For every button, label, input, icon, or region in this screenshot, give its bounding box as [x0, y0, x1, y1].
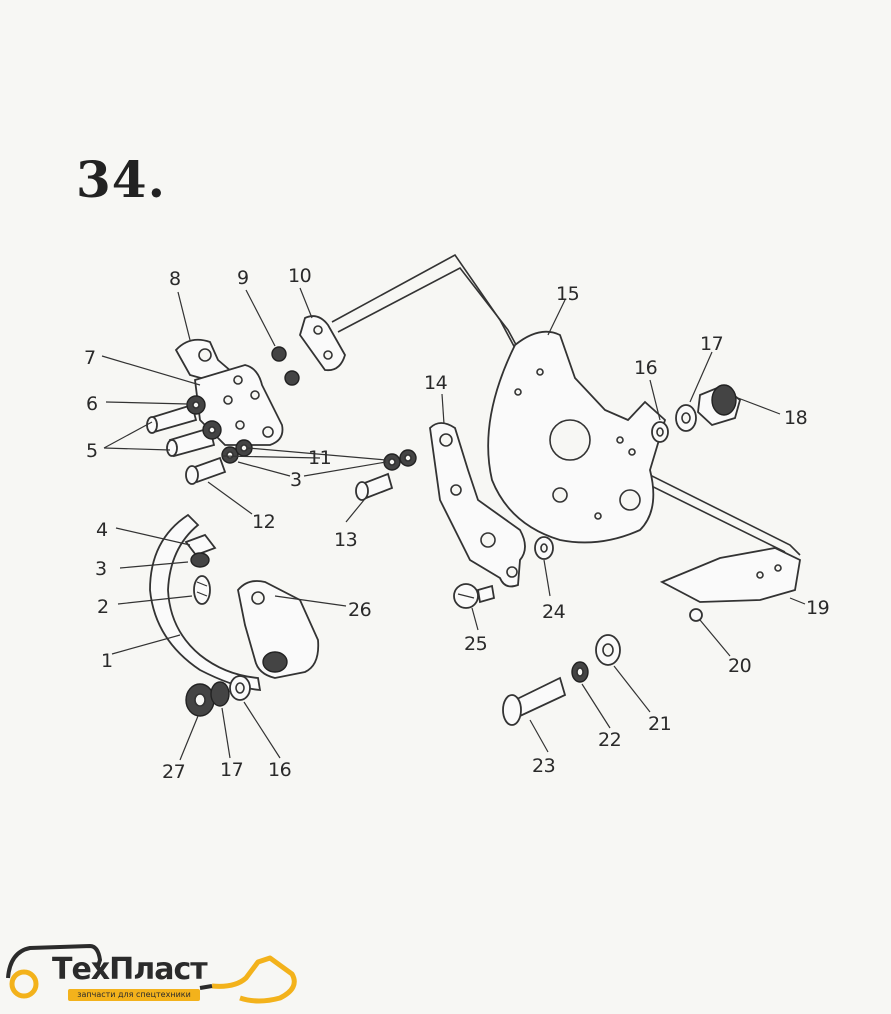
nut-9 [271, 346, 300, 386]
callout-11: 11 [308, 447, 331, 469]
screw-13 [355, 472, 394, 501]
excavator-wheel-icon [9, 969, 39, 999]
plate-15 [487, 330, 667, 544]
callout-5: 5 [86, 440, 98, 462]
callout-23: 23 [532, 755, 555, 777]
leader-lines [101, 287, 806, 761]
callout-26: 26 [348, 599, 371, 621]
callout-3-upper: 3 [290, 469, 302, 491]
pin-5 [146, 403, 216, 458]
lock-washer-22 [571, 661, 589, 683]
washer-16-left [229, 675, 251, 701]
roller-18 [697, 384, 742, 427]
screw-25 [453, 583, 496, 609]
screw-2 [193, 575, 211, 605]
callout-21: 21 [648, 713, 671, 735]
lever-14 [429, 422, 526, 588]
lever-body-26 [237, 580, 320, 679]
callout-1: 1 [101, 650, 113, 672]
callout-4: 4 [96, 519, 108, 541]
callout-9: 9 [237, 267, 249, 289]
brake-shoe-1 [149, 513, 262, 691]
callout-24: 24 [542, 601, 566, 623]
excavator-cab-outline [6, 944, 102, 979]
part-4 [184, 533, 217, 557]
callout-14: 14 [424, 372, 448, 394]
techplast-logo [6, 944, 297, 1004]
bracket-plate-8 [174, 338, 234, 383]
bracket-19 [659, 547, 801, 603]
callout-3-lower: 3 [95, 558, 107, 580]
nut-20 [689, 608, 703, 622]
washer-3-left [190, 552, 210, 568]
callout-17-lower: 17 [220, 759, 243, 781]
callout-7: 7 [84, 347, 96, 369]
callout-13: 13 [334, 529, 357, 551]
callout-15: 15 [556, 283, 579, 305]
logo-tagline: запчасти для спецтехники [68, 989, 200, 1001]
excavator-arm-icon [199, 984, 213, 990]
excavator-bucket-icon [211, 955, 297, 1004]
nut-27 [185, 683, 215, 717]
callout-16-upper: 16 [634, 357, 657, 379]
callout-20: 20 [728, 655, 751, 677]
callout-6: 6 [86, 393, 98, 415]
washer-21 [595, 634, 621, 666]
spacer-17-left [210, 681, 230, 707]
callout-18: 18 [784, 407, 807, 429]
link-plate-10 [299, 315, 346, 372]
figure-number: 34. [76, 150, 166, 209]
callout-19: 19 [806, 597, 829, 619]
washer-11-right [383, 449, 417, 471]
callout-17-upper: 17 [700, 333, 723, 355]
callout-12: 12 [252, 511, 275, 533]
logo-title: ТехПласт [52, 952, 208, 987]
screw-12 [185, 456, 227, 485]
bolt-23 [502, 676, 567, 726]
spacer-17-right [675, 404, 697, 432]
callout-25: 25 [464, 633, 487, 655]
washer-24 [534, 536, 554, 560]
callout-2: 2 [97, 596, 109, 618]
callout-8: 8 [169, 268, 181, 290]
washer-6 [186, 395, 222, 440]
callout-27: 27 [162, 761, 185, 783]
washer-16-right [651, 421, 669, 443]
callout-labels: 1 2 3 3 4 5 6 7 8 9 10 11 12 13 14 15 16… [84, 265, 830, 783]
callout-10: 10 [288, 265, 311, 287]
callout-22: 22 [598, 729, 621, 751]
callout-16-lower: 16 [268, 759, 291, 781]
